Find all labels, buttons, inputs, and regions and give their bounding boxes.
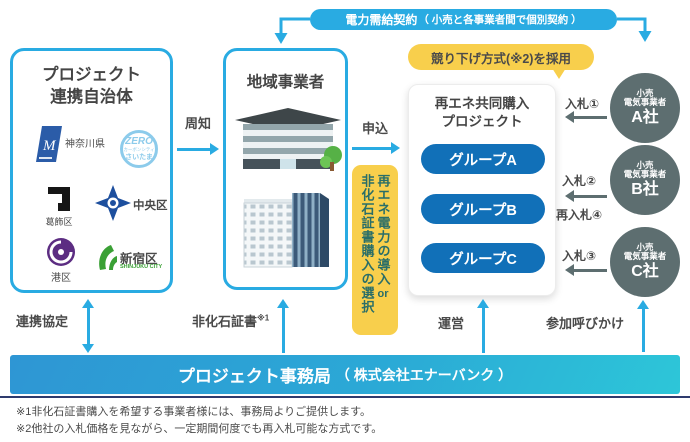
partnership-double-arrow (82, 299, 95, 353)
group-a-pill: グループA (421, 144, 545, 174)
bid-1-arrow (565, 111, 607, 124)
footnote-1: ※1非化石証書購入を希望する事業者様には、事務局よりご提供します。 (16, 406, 372, 418)
renewable-or-certificate-choice-box: 再エネ電力の導入 or 非化石証書購入の選択 (352, 165, 398, 335)
notify-label: 周知 (184, 116, 211, 131)
bid-1-label: 入札① (565, 97, 600, 111)
bid-2-arrow (565, 190, 607, 203)
group-c-pill: グループC (421, 243, 545, 273)
regional-businesses-box: 地域事業者 (223, 48, 348, 290)
kanagawa-pref-label: 神奈川県 (65, 139, 105, 150)
chuo-ward-icon (95, 185, 131, 221)
apply-label: 申込 (361, 121, 388, 136)
municipalities-title: プロジェクト 連携自治体 (42, 66, 141, 106)
project-office-banner: プロジェクト事務局 （ 株式会社エナーバンク ） (10, 355, 680, 394)
bid-3-label: 入札③ (562, 249, 597, 263)
rebid-4-label: 再入札④ (556, 208, 603, 222)
bid-3-arrow (565, 264, 607, 277)
auction-bubble-tail (552, 68, 566, 79)
retailer-b-circle: 小売 電気事業者 B社 (610, 145, 680, 215)
power-contract-banner-title: 電力需給契約 (345, 13, 418, 27)
certificate-label: 非化石証書※1 (192, 313, 270, 329)
partnership-agreement-label: 連携協定 (16, 314, 69, 329)
retailer-c-circle: 小売 電気事業者 C社 (610, 227, 680, 297)
saitama-zero-carbon-icon: ZERO カーボンシティ さいたま (120, 130, 158, 168)
minato-ward-label: 港区 (51, 273, 71, 284)
project-office-company: （ 株式会社エナーバンク ） (335, 366, 513, 383)
katsushika-ward-icon (48, 187, 70, 211)
chuo-ward-label: 中央区 (133, 200, 168, 212)
highrise-building-illustration (243, 193, 329, 268)
joint-purchase-project-box: 再エネ共同購入 プロジェクト グループA グループB グループC (408, 84, 556, 296)
operate-label: 運営 (438, 316, 465, 331)
certificate-up-arrow (277, 299, 290, 353)
shinjuku-ward-label: 新宿区 (120, 252, 158, 266)
choice-column-right: 再エネ電力の導入 or (375, 174, 391, 300)
choice-column-left: 非化石証書購入の選択 (359, 174, 375, 314)
kanagawa-pref-flag-icon: M (36, 126, 62, 162)
regional-businesses-title: 地域事業者 (246, 74, 325, 91)
invite-up-arrow (637, 300, 650, 352)
auction-method-bubble: 競り下げ方式(※2)を採用 (408, 44, 594, 70)
shinjuku-city-sub-label: SHINJUKU CITY (120, 264, 163, 270)
shinjuku-ward-icon (99, 245, 117, 270)
joint-purchase-project-title: 再エネ共同購入 プロジェクト (434, 96, 530, 129)
office-building-illustration (235, 108, 342, 171)
notify-arrow (177, 143, 219, 156)
group-b-pill: グループB (421, 194, 545, 224)
invite-label: 参加呼びかけ (546, 316, 625, 331)
section-divider (0, 396, 690, 398)
svg-text:M: M (42, 138, 57, 154)
bid-2-label: 入札② (562, 174, 597, 188)
apply-arrow (352, 142, 400, 155)
katsushika-ward-label: 葛飾区 (45, 217, 73, 227)
operate-up-arrow (477, 299, 490, 353)
project-office-title: プロジェクト事務局 (177, 367, 331, 386)
auction-method-label: 競り下げ方式(※2)を採用 (431, 51, 571, 66)
minato-ward-icon (47, 238, 75, 266)
power-contract-banner-note: （ 小売と各事業者間で個別契約 ） (418, 14, 582, 26)
retailer-a-circle: 小売 電気事業者 A社 (610, 73, 680, 143)
footnote-2: ※2他社の入札価格を見ながら、一定期間何度でも再入札可能な方式です。 (16, 423, 383, 435)
power-contract-banner: 電力需給契約 （ 小売と各事業者間で個別契約 ） (310, 9, 617, 30)
municipalities-box: プロジェクト 連携自治体 M 神奈川県 ZERO カーボンシティ さいたま 葛飾… (10, 48, 173, 293)
